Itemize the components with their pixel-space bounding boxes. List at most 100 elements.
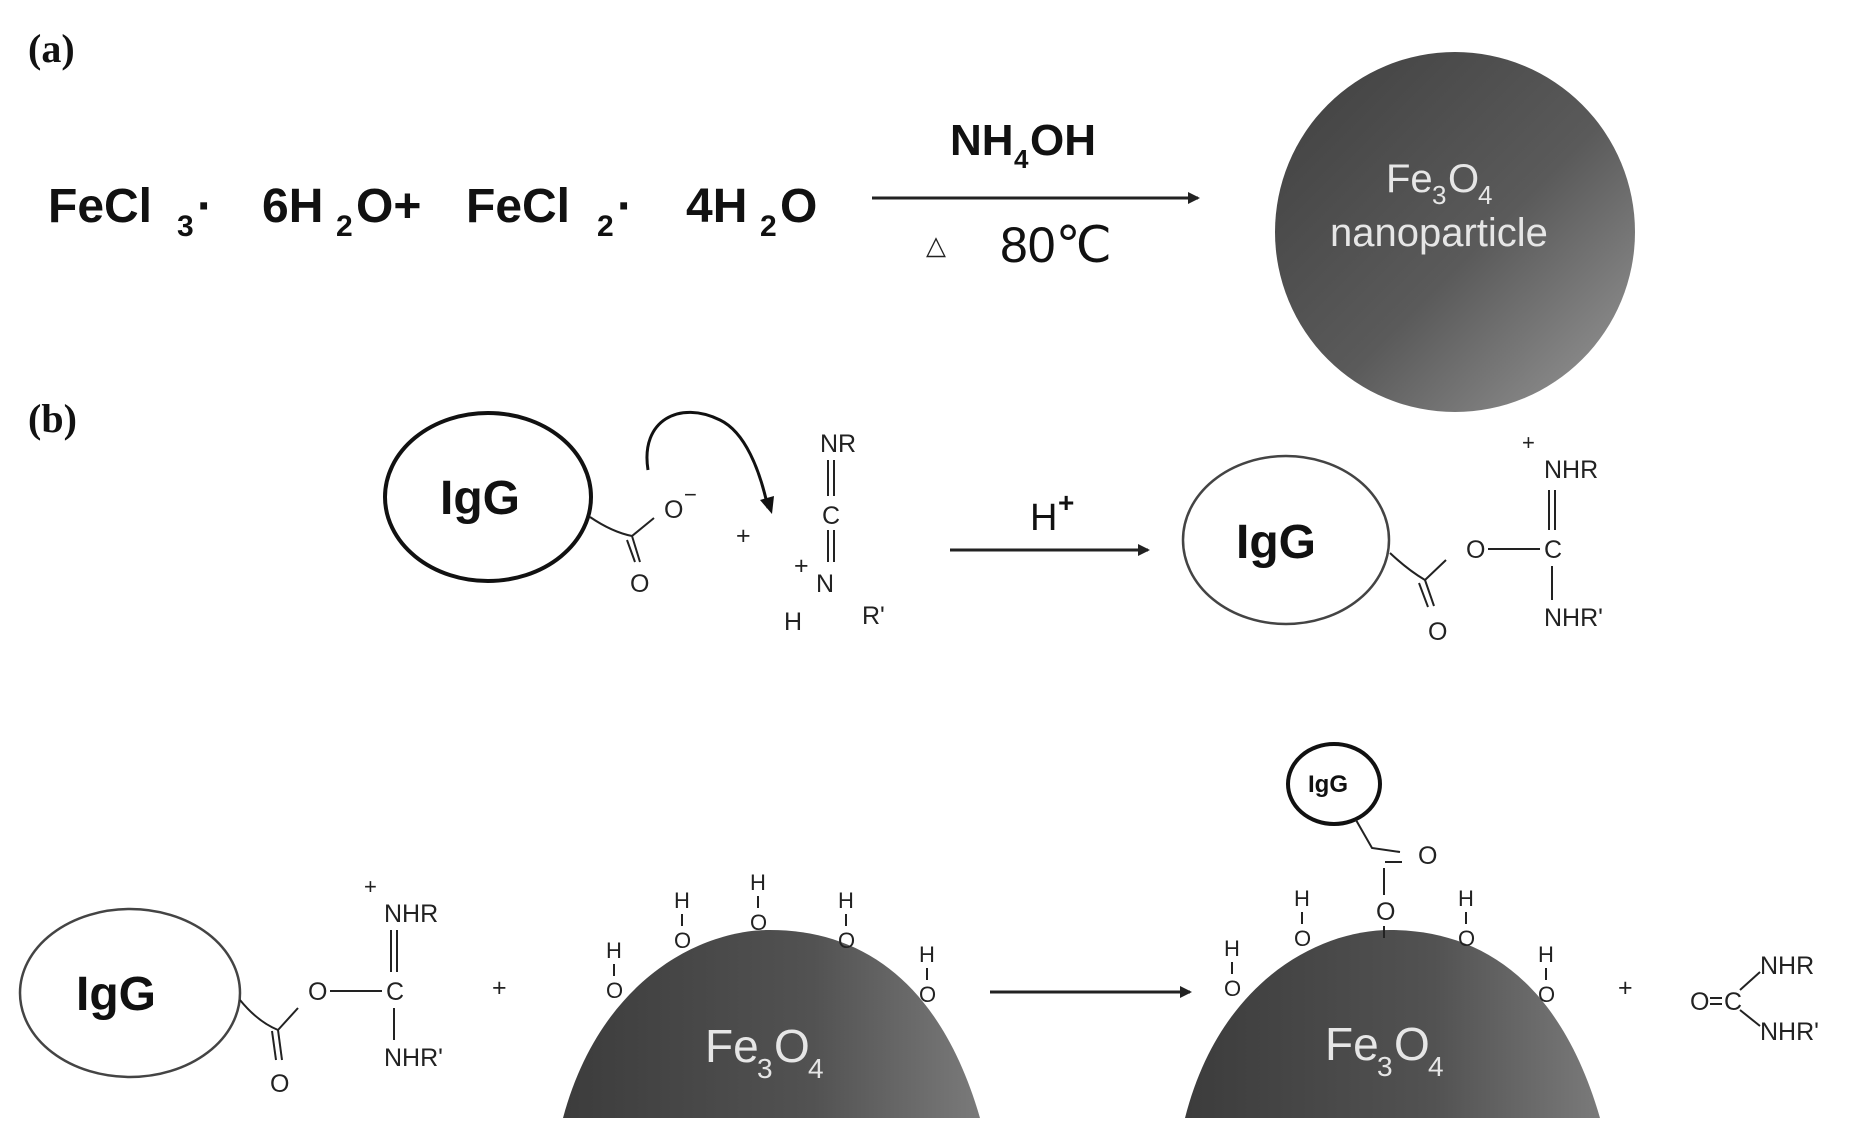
product-ester-o: O [1376,898,1395,926]
oh-o: O [838,928,855,953]
carbodiimide-n-charge: + [794,552,809,580]
reactant2-water-subscript: 2 [760,210,777,243]
reactants-equation: FeCl 3 · 6H 2 O+ FeCl 2 · 4H 2 O [48,180,817,243]
hydroxyl-groups-right: H O H O H O H O [1224,886,1555,1007]
intermediate-carbonyl-o: O [1428,618,1447,646]
hydroxyl-group: H O [1224,936,1241,1001]
oh-h: H [1458,886,1474,911]
catalyst-plus: + [1058,487,1074,518]
row2-nhr: NHR [384,900,438,928]
oh-h: H [838,888,854,913]
reactant1-water-subscript: 2 [336,210,353,243]
intermediate-igg-label: IgG [1236,516,1316,569]
row2-igg-ellipse [18,907,242,1079]
reactant-plus: + [736,522,751,550]
product-dome-o: O [1394,1018,1430,1070]
urea-o: O [1690,988,1709,1016]
hydroxyl-group: H O [606,938,623,1003]
oh-o: O [1294,926,1311,951]
oh-h: H [919,942,935,967]
oh-h: H [1224,936,1240,961]
intermediate-nhr: NHR [1544,456,1598,484]
hydroxyl-group: H O [674,888,691,953]
row2-igg-label: IgG [76,968,156,1021]
carbodiimide-c: C [822,502,840,530]
row2-plus-2: + [1618,974,1633,1002]
product-dome-fe: Fe [1325,1018,1379,1070]
row2-plus-charge: + [364,874,377,899]
igg-carboxylate: IgG O − O + [383,410,774,598]
fe3o4-surface-product: Fe 3 O 4 IgG O O [1185,742,1600,1118]
reactant1-fecl: FeCl [48,180,152,233]
hydroxyl-group: H O [1294,886,1311,951]
hydroxyl-group: H O [750,870,767,935]
reactant2-subscript: 2 [597,210,614,243]
intermediate-nhr-prime: NHR' [1544,604,1603,632]
oh-h: H [1294,886,1310,911]
reactant2-water-h: 4H [686,180,747,233]
hydroxyl-group: H O [1458,886,1475,951]
fe3o4-surface-reactant: Fe 3 O 4 [563,930,980,1118]
hydroxyl-group: H O [1538,942,1555,1007]
reactant1-water-end: O+ [356,180,421,233]
row2-ester-o: O [308,978,327,1006]
reaction-b1-arrow-group: H + [950,487,1150,556]
intermediate-ester-o: O [1466,536,1485,564]
nanoparticle-fe: Fe [1386,157,1433,201]
carboxylate-minus: − [684,482,697,507]
dome-sub4: 4 [808,1053,824,1084]
dome-o: O [774,1020,810,1072]
product-carbonyl-o: O [1418,842,1437,870]
hydroxyl-groups-left: H O H O H O H O H O [606,870,936,1007]
oh-o: O [919,982,936,1007]
oh-o: O [674,928,691,953]
reagent-nh: NH [950,116,1014,165]
intermediate-plus-charge: + [1522,430,1535,455]
oh-h: H [606,938,622,963]
hydroxyl-group: H O [838,888,855,953]
product-igg-label: IgG [1308,771,1348,798]
catalyst-h: H [1030,497,1057,539]
reactant2-fecl: FeCl [466,180,570,233]
fe3o4-nanoparticle: Fe 3 O 4 nanoparticle [1275,52,1635,412]
reaction-a-conditions: NH 4 OH △ 80℃ [872,116,1200,273]
product-dome-sub4: 4 [1428,1051,1444,1082]
oh-o: O [606,978,623,1003]
reactant1-subscript: 3 [177,210,194,243]
oh-o: O [1458,926,1475,951]
row2-c: C [386,978,404,1006]
nanoparticle-o: O [1448,157,1479,201]
temperature-label: 80℃ [1000,217,1112,273]
oh-h: H [1538,942,1554,967]
nanoparticle-sphere [1275,52,1635,412]
reactant2-water-end: O [780,180,817,233]
oh-o: O [1538,982,1555,1007]
carbodiimide: NR C + N H R' [784,430,885,636]
igg-ellipse [383,411,593,583]
reactant1-dot: · [197,180,213,233]
dome-sub3: 3 [757,1053,773,1084]
urea-nhr-prime: NHR' [1760,1018,1819,1046]
reagent-subscript: 4 [1014,144,1029,174]
nanoparticle-label: nanoparticle [1330,211,1548,255]
carbodiimide-h: H [784,608,802,636]
oh-h: H [750,870,766,895]
nucleophilic-attack-arrow [645,410,770,509]
panel-b-label: (b) [28,396,77,441]
reactant1-water-h: 6H [262,180,323,233]
intermediate-igg-ellipse [1181,454,1391,626]
fe3o4-dome [563,930,980,1118]
product-dome [1185,930,1600,1118]
panel-a-label: (a) [28,26,75,71]
urea-nhr: NHR [1760,952,1814,980]
reactant2-dot: · [617,180,633,233]
igg-label: IgG [440,472,520,525]
urea-c: C [1724,988,1742,1016]
carbodiimide-nr: NR [820,430,856,458]
row2-intermediate: IgG O O C + NHR NHR' [18,874,443,1098]
dome-fe: Fe [705,1020,759,1072]
carboxylate-o: O [664,496,683,524]
o-acylisourea-intermediate: IgG O O C + NHR NHR' [1181,430,1603,646]
urea-byproduct: O C NHR NHR' [1690,952,1819,1046]
carbodiimide-n: N [816,570,834,598]
